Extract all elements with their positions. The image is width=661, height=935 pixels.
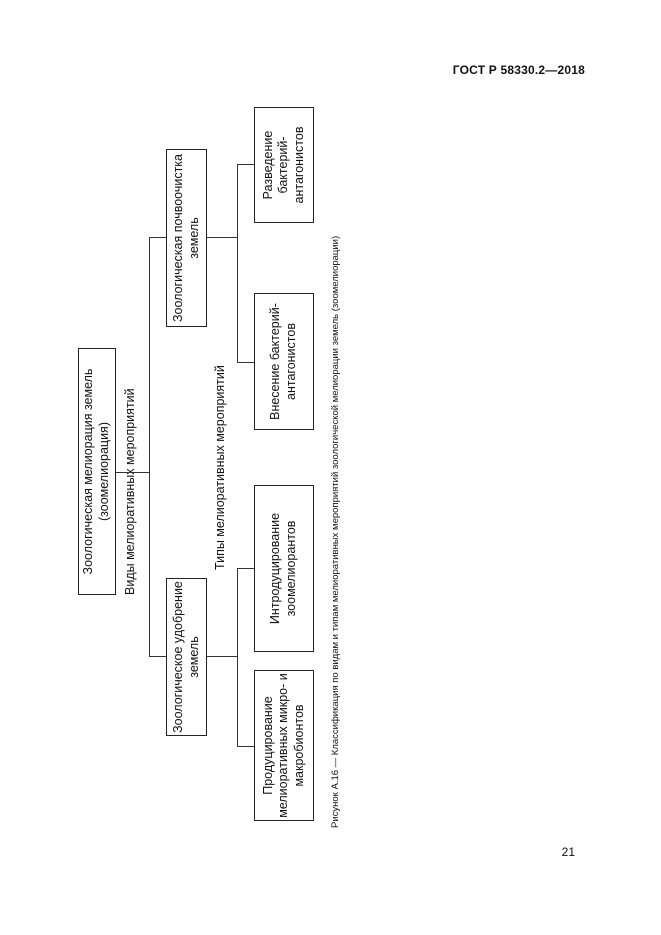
connector-kinds-bar (149, 237, 150, 657)
type-label-antagonist-breeding: Разведение бактерий-антагонистов (260, 126, 306, 204)
kinds-label: Виды мелиоративных мероприятий (123, 388, 137, 595)
type-label-production: Продуцирование мелиоративных микро- и ма… (260, 673, 306, 818)
connector-kind2 (149, 237, 166, 238)
connector-type1a (237, 746, 254, 747)
type-label-introduction: Интродуцирование зоомелиорантов (268, 512, 298, 625)
figure-caption: Рисунок А.16 — Классификация по видам и … (330, 235, 341, 828)
kind-label-fertilization: Зоологическое удобрение земель (170, 581, 201, 733)
connector-type2b (237, 164, 254, 165)
type-box-introduction: Интродуцирование зоомелиорантов (254, 485, 314, 652)
types-label: Типы мелиоративных мероприятий (213, 365, 227, 570)
page-number: 21 (561, 845, 575, 859)
type-box-antagonist-breeding: Разведение бактерий-антагонистов (254, 107, 314, 223)
type-label-antagonist-application: Внесение бактерий-антагонистов (268, 303, 298, 420)
type-box-antagonist-application: Внесение бактерий-антагонистов (254, 293, 314, 430)
connector-types2-bar (237, 164, 238, 363)
connector-root-kinds (116, 472, 150, 473)
kind-label-soil-cleaning: Зоологическая почвоочистка земель (170, 154, 201, 323)
connector-kind2-down (207, 237, 238, 238)
root-text: Зоологическая мелиорация земель (зоомели… (81, 368, 111, 575)
connector-type1b (237, 568, 254, 569)
document-code: ГОСТ Р 58330.2—2018 (452, 63, 585, 77)
connector-kind1 (149, 656, 166, 657)
kind-box-fertilization: Зоологическое удобрение земель (166, 578, 207, 736)
classification-diagram: Зоологическая мелиорация земель (зоомели… (60, 78, 360, 838)
connector-type2a (237, 362, 254, 363)
kind-box-soil-cleaning: Зоологическая почвоочистка земель (166, 149, 207, 327)
connector-kind1-down (207, 656, 238, 657)
root-box: Зоологическая мелиорация земель (зоомели… (78, 348, 116, 595)
connector-types1-bar (237, 568, 238, 747)
type-box-production: Продуцирование мелиоративных микро- и ма… (254, 670, 314, 821)
